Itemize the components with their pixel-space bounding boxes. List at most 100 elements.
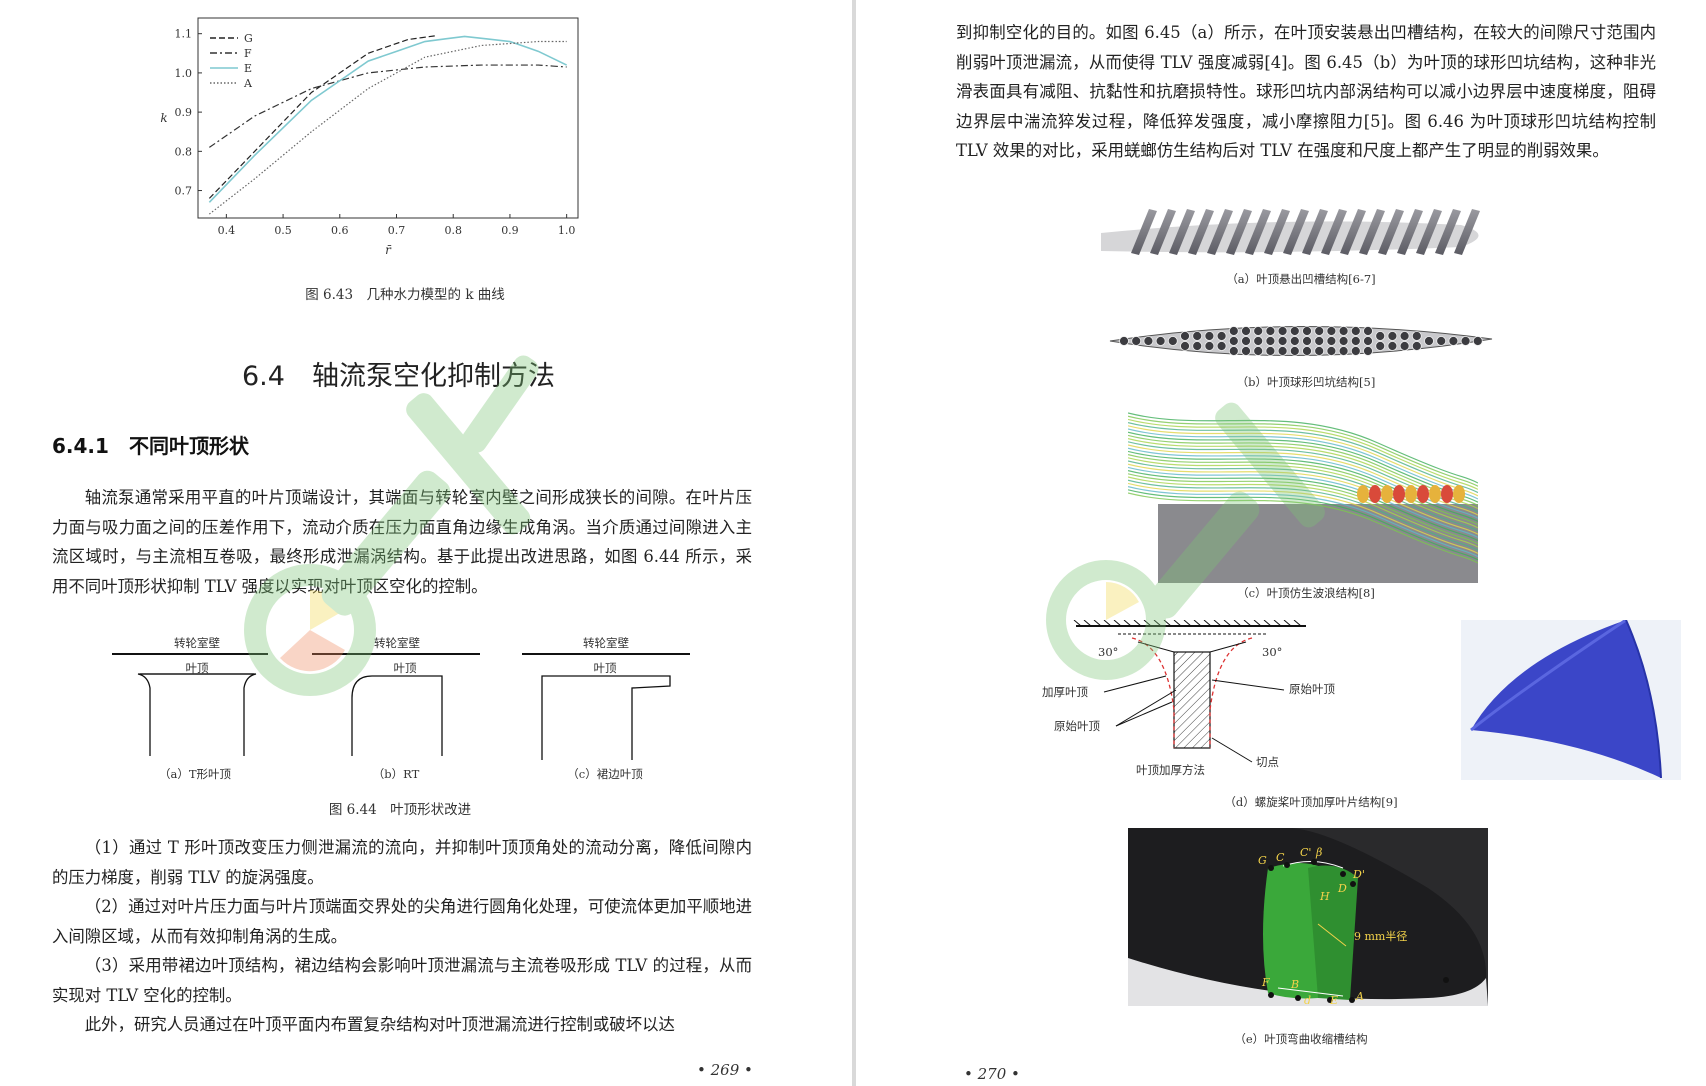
original-tip-label-right: 原始叶顶: [1289, 682, 1335, 696]
pit: [1387, 331, 1398, 341]
pit: [1289, 336, 1300, 346]
pit: [1472, 336, 1483, 346]
figure-a-caption: （a）叶顶悬出凹槽结构[6-7]: [1226, 272, 1376, 286]
groove-bar: [1378, 209, 1404, 255]
y-tick-label: 0.9: [175, 106, 193, 119]
page-number-left: • 269 •: [697, 1061, 753, 1079]
thickening-method-label: 叶顶加厚方法: [1136, 763, 1205, 777]
groove-bar: [1264, 209, 1290, 255]
x-axis-label: r̄: [385, 243, 392, 257]
y-tick-label: 0.8: [175, 145, 193, 158]
wall-label-b: 转轮室壁: [374, 636, 420, 650]
pit: [1228, 346, 1239, 356]
tip-label-a: 叶顶: [186, 661, 209, 675]
groove-bar: [1169, 209, 1195, 255]
pit: [1216, 331, 1227, 341]
pit: [1448, 336, 1459, 346]
plot-frame: [197, 17, 579, 219]
right-page: 到抑制空化的目的。如图 6.45（a）所示，在叶顶安装悬出凹槽结构，在较大的间隙…: [856, 0, 1706, 1086]
point-h-label: H: [1319, 890, 1330, 903]
pit: [1338, 346, 1349, 356]
groove-bar: [1207, 209, 1233, 255]
pit: [1387, 341, 1398, 351]
pit: [1424, 336, 1434, 346]
point-d-small-label: d: [1304, 994, 1311, 1006]
panel-label-a: （a）T形叶顶: [159, 767, 232, 781]
streamline: [1128, 447, 1478, 519]
pit: [1302, 326, 1312, 336]
pit: [1192, 331, 1203, 341]
streamline: [1128, 486, 1478, 558]
angle-label-right: 30°: [1262, 645, 1282, 659]
pit: [1363, 326, 1373, 336]
figure-644-caption: 图 6.44 叶顶形状改进: [328, 802, 472, 818]
groove-bar: [1226, 209, 1252, 255]
pit: [1253, 326, 1264, 336]
y-tick-label: 1.0: [175, 67, 193, 80]
page-number-right: • 270 •: [964, 1065, 1020, 1083]
series-line-F: [209, 64, 567, 148]
tangent-point-label: 切点: [1256, 755, 1279, 769]
x-tick-label: 1.0: [558, 224, 576, 237]
pit: [1350, 346, 1361, 356]
y-tick-label: 0.7: [175, 185, 193, 198]
right-intro-paragraph: 到抑制空化的目的。如图 6.45（a）所示，在叶顶安装悬出凹槽结构，在较大的间隙…: [956, 23, 1656, 160]
intro-paragraph: 轴流泵通常采用平直的叶片顶端设计，其端面与转轮室内壁之间形成狭长的间隙。在叶片压…: [52, 488, 752, 596]
point-beta-label: β: [1315, 846, 1322, 859]
legend-label-F: F: [244, 47, 252, 60]
pit: [1265, 326, 1276, 336]
pit: [1411, 341, 1422, 351]
thickened-tip-label: 加厚叶顶: [1042, 685, 1088, 699]
page-gutter: [852, 0, 856, 1086]
curved-groove-image: G C C' β D' D H F B A E d 9 mm半径: [1128, 828, 1488, 1006]
tip-panel-c: 转轮室壁 叶顶 （c）裙边叶顶: [522, 636, 690, 781]
pit: [1289, 326, 1300, 336]
subsection-title: 6.4.1 不同叶顶形状: [52, 434, 249, 458]
pit: [1363, 336, 1373, 346]
tip-label-b: 叶顶: [394, 661, 417, 675]
bionic-wave-image: [1128, 408, 1478, 583]
point-b-label: B: [1290, 978, 1299, 991]
pit: [1338, 336, 1349, 346]
angle-label-left: 30°: [1098, 645, 1118, 659]
list-item: （1）通过 T 形叶顶改变压力侧泄漏流的流向，并抑制叶顶顶角处的流动分离，降低间…: [52, 838, 752, 887]
x-tick-label: 0.9: [501, 224, 519, 237]
closing-paragraph: 此外，研究人员通过在叶顶平面内布置复杂结构对叶顶泄漏流进行控制或破坏以达: [84, 1015, 675, 1034]
streamline: [1128, 482, 1478, 554]
streamline: [1128, 470, 1478, 542]
point-g-label: G: [1258, 854, 1267, 867]
pit: [1228, 326, 1239, 336]
list-item: （2）通过对叶片压力面与叶片顶端面交界处的尖角进行圆角化处理，可使流体更加平顺地…: [52, 897, 752, 946]
list-item: （3）采用带裙边叶顶结构，裙边结构会影响叶顶泄漏流与主流卷吸形成 TLV 的过程…: [52, 956, 752, 1005]
wave-crest: [1453, 485, 1465, 503]
pit: [1216, 341, 1227, 351]
propeller-blade-image: [1461, 620, 1681, 780]
groove-bar: [1416, 209, 1442, 255]
pit: [1338, 326, 1349, 336]
legend-label-A: A: [243, 77, 253, 90]
point-c-prime-label: C': [1300, 846, 1311, 859]
radius-label: 9 mm半径: [1354, 929, 1407, 943]
pit: [1326, 336, 1337, 346]
wave-crest: [1393, 485, 1405, 503]
point-d-prime-label: D': [1352, 868, 1365, 881]
figure-d-caption: （d）螺旋桨叶顶加厚叶片结构[9]: [1224, 795, 1398, 809]
groove-bar: [1283, 209, 1309, 255]
pit: [1192, 341, 1203, 351]
pit: [1375, 341, 1386, 351]
pit: [1436, 336, 1447, 346]
y-axis-label: k: [160, 111, 167, 125]
overhang-groove-image: [1101, 209, 1480, 255]
pit: [1241, 346, 1251, 356]
streamline: [1128, 454, 1478, 526]
pit: [1375, 331, 1386, 341]
pit: [1180, 341, 1190, 351]
pit: [1167, 336, 1178, 346]
x-tick-label: 0.4: [218, 224, 236, 237]
groove-bar: [1435, 209, 1461, 255]
wave-crest: [1441, 485, 1453, 503]
pit: [1302, 346, 1312, 356]
pit: [1253, 346, 1264, 356]
